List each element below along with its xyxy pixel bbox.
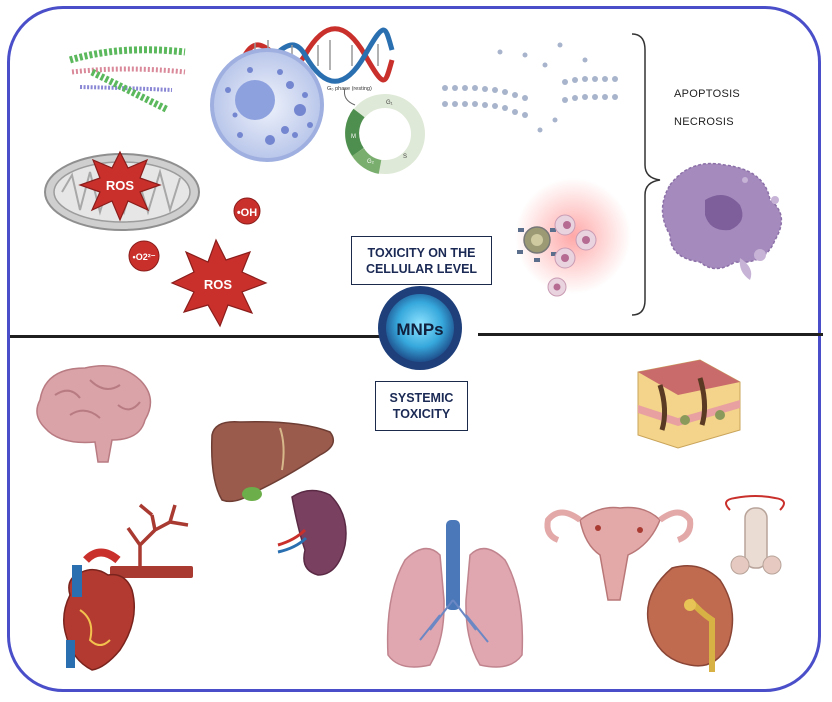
lungs-icon bbox=[386, 520, 524, 668]
cell-cycle-diagram: G₀ phase (resting) G₁ S G₂ M bbox=[327, 86, 425, 174]
section-divider-left bbox=[10, 335, 380, 338]
membrane-disruption-icon bbox=[442, 42, 618, 133]
uterus-icon bbox=[544, 506, 694, 601]
outer-frame bbox=[7, 6, 821, 692]
ros-label-mito: ROS bbox=[106, 178, 135, 193]
g2-label: G₂ bbox=[367, 159, 375, 165]
hydroxyl-label: •OH bbox=[237, 207, 257, 219]
apoptosis-label: APOPTOSIS bbox=[674, 88, 741, 100]
superoxide-icon: •O2²⁻ bbox=[128, 240, 160, 272]
m-phase-label: M bbox=[351, 134, 356, 140]
systemic-toxicity-label: SYSTEMIC TOXICITY bbox=[375, 381, 468, 431]
g1-label: G₁ bbox=[386, 100, 393, 106]
ros-burst-large: ROS bbox=[170, 238, 268, 328]
ros-burst-mito: ROS bbox=[78, 150, 162, 222]
liver-icon bbox=[210, 420, 335, 503]
spleen-icon bbox=[277, 489, 347, 576]
ros-label-large: ROS bbox=[204, 277, 233, 292]
male-reproductive-icon bbox=[725, 495, 785, 575]
mnps-label: MNPs bbox=[396, 320, 443, 339]
outcome-bracket bbox=[631, 33, 661, 316]
g0-phase-label: G₀ phase (resting) bbox=[327, 86, 372, 92]
necrosis-label: NECROSIS bbox=[674, 116, 734, 128]
hydroxyl-radical-icon: •OH bbox=[233, 197, 261, 225]
skin-tissue-icon bbox=[637, 359, 741, 449]
cellular-toxicity-label: TOXICITY ON THE CELLULAR LEVEL bbox=[351, 236, 492, 285]
immune-cells-icon bbox=[515, 178, 631, 297]
kidney-icon bbox=[646, 565, 734, 672]
superoxide-label: •O2²⁻ bbox=[133, 252, 156, 262]
fibers-icon bbox=[68, 46, 186, 114]
necrotic-cell-icon bbox=[661, 162, 783, 280]
s-phase-label: S bbox=[403, 154, 407, 160]
mnps-particle-icon: MNPs bbox=[378, 286, 462, 370]
blood-vessel-icon bbox=[110, 503, 193, 578]
section-divider-right bbox=[478, 333, 823, 336]
heart-icon bbox=[63, 548, 135, 671]
cell-icon bbox=[210, 48, 324, 162]
brain-icon bbox=[36, 365, 152, 463]
